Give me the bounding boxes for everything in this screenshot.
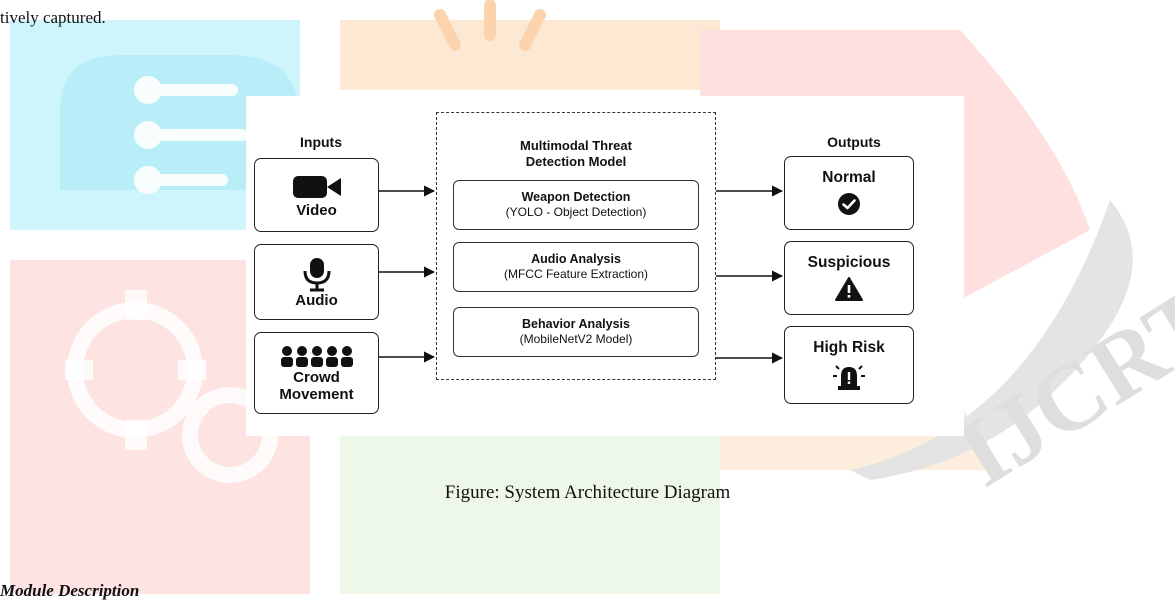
output-high-risk-box: High Risk <box>784 326 914 404</box>
module-behavior-analysis: Behavior Analysis (MobileNetV2 Model) <box>453 307 699 357</box>
model-title: Multimodal Threat Detection Model <box>436 138 716 170</box>
output-high-risk-label: High Risk <box>813 339 885 356</box>
input-video-box: Video <box>254 158 379 232</box>
module-subtitle: (YOLO - Object Detection) <box>505 205 647 219</box>
crowd-icon <box>280 346 353 367</box>
preceding-paragraph-fragment: tively captured. <box>0 8 106 27</box>
model-title-line2: Detection Model <box>525 154 627 169</box>
detection-model-frame <box>436 112 716 380</box>
check-circle-icon <box>838 193 860 215</box>
inputs-title: Inputs <box>300 134 342 150</box>
diagram-connectors <box>379 185 784 364</box>
module-title: Behavior Analysis <box>522 317 630 331</box>
module-title: Weapon Detection <box>521 190 631 204</box>
svg-text:IJCRT: IJCRT <box>939 265 1175 507</box>
module-title: Audio Analysis <box>531 252 621 266</box>
output-normal-box: Normal <box>784 156 914 230</box>
module-subtitle: (MFCC Feature Extraction) <box>503 267 649 281</box>
input-crowd-label-line2: Movement <box>279 386 354 403</box>
system-architecture-diagram: Inputs Video Audio Crowd Movement <box>246 96 964 436</box>
input-audio-label: Audio <box>295 291 338 309</box>
model-title-line1: Multimodal Threat <box>520 138 632 153</box>
module-weapon-detection: Weapon Detection (YOLO - Object Detectio… <box>453 180 699 230</box>
input-crowd-label-line1: Crowd <box>293 369 340 386</box>
video-camera-icon <box>292 175 341 198</box>
module-subtitle: (MobileNetV2 Model) <box>519 332 633 346</box>
output-suspicious-label: Suspicious <box>807 254 891 271</box>
input-audio-box: Audio <box>254 244 379 320</box>
output-suspicious-box: Suspicious <box>784 241 914 315</box>
module-audio-analysis: Audio Analysis (MFCC Feature Extraction) <box>453 242 699 292</box>
microphone-icon <box>303 257 330 291</box>
figure-caption: Figure: System Architecture Diagram <box>444 482 731 503</box>
output-normal-label: Normal <box>822 169 876 186</box>
section-heading: Module Description <box>0 581 140 600</box>
input-video-label: Video <box>296 201 337 219</box>
alarm-light-icon <box>833 365 865 390</box>
input-crowd-movement-box: Crowd Movement <box>254 332 379 414</box>
outputs-title: Outputs <box>827 134 881 150</box>
warning-triangle-icon <box>835 277 863 301</box>
